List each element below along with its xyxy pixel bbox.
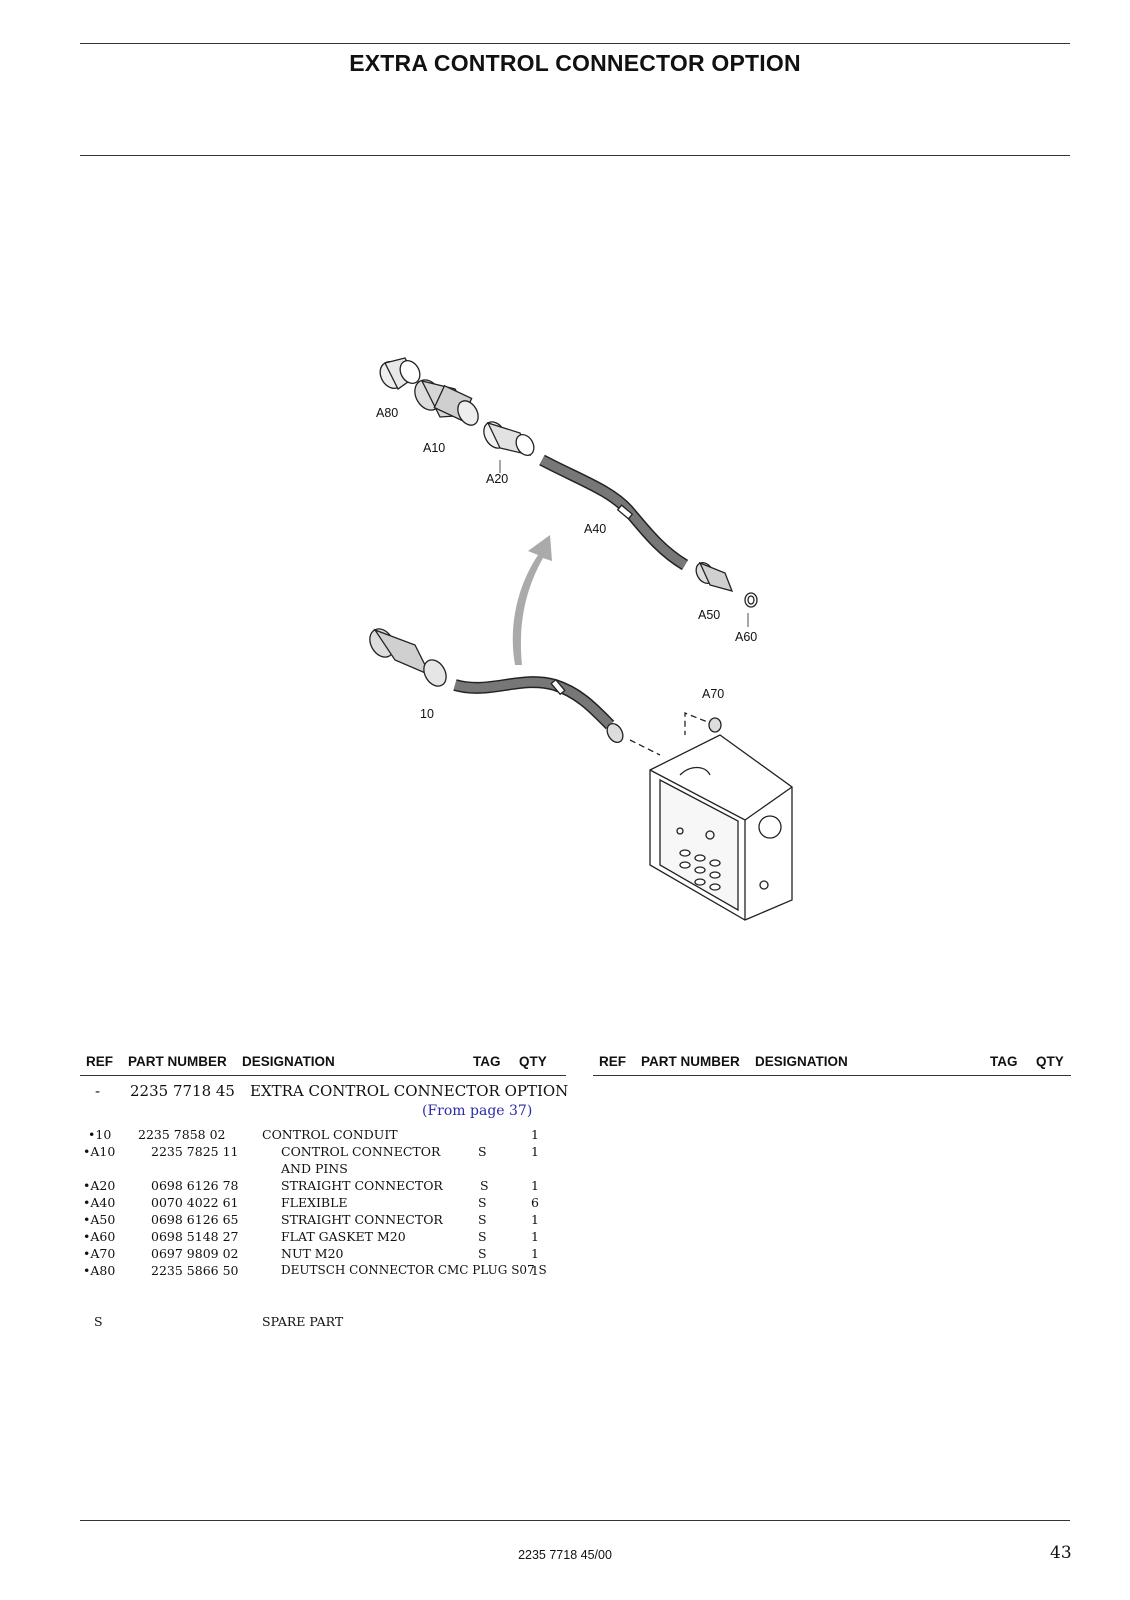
row-part-number: 2235 7858 02 (138, 1127, 226, 1142)
row-part-number: 0070 4022 61 (151, 1195, 239, 1210)
assembly-part-number: 2235 7718 45 (130, 1082, 235, 1100)
row-ref: •A80 (83, 1263, 116, 1278)
header-ref: REF (599, 1054, 626, 1069)
label-a20: A20 (486, 472, 508, 486)
parts-diagram: A80 A10 A20 A40 A50 A60 A70 10 (360, 355, 820, 945)
row-ref: •A60 (83, 1229, 116, 1244)
a10-connector-drawing (414, 379, 479, 426)
row-designation: FLEXIBLE (281, 1195, 348, 1210)
row-ref: •10 (88, 1127, 112, 1142)
row-ref: •A70 (83, 1246, 116, 1261)
row-designation-continued: AND PINS (281, 1161, 348, 1176)
row-part-number: 0698 5148 27 (151, 1229, 239, 1244)
junction-box-drawing (649, 734, 793, 921)
header-designation: DESIGNATION (242, 1054, 335, 1069)
page-number: 43 (1050, 1543, 1072, 1563)
header-line-left (80, 1075, 566, 1076)
header-line-right (593, 1075, 1071, 1076)
row-designation: CONTROL CONDUIT (262, 1127, 398, 1142)
label-a10: A10 (423, 441, 445, 455)
row-designation: STRAIGHT CONNECTOR (281, 1178, 443, 1193)
conduit-10-drawing (369, 628, 624, 743)
a20-connector-drawing (483, 421, 535, 456)
row-tag: S (478, 1144, 487, 1159)
header-tag: TAG (990, 1054, 1018, 1069)
a50-connector-drawing (695, 561, 734, 592)
label-10: 10 (420, 707, 434, 721)
row-part-number: 0698 6126 65 (151, 1212, 239, 1227)
header-part-number: PART NUMBER (641, 1054, 740, 1069)
assembly-designation: EXTRA CONTROL CONNECTOR OPTION (250, 1082, 569, 1100)
top-rule (80, 43, 1070, 44)
a80-cap-drawing (379, 357, 421, 390)
row-tag: S (478, 1195, 487, 1210)
transition-arrow-drawing (512, 535, 552, 665)
row-ref: •A40 (83, 1195, 116, 1210)
row-qty: 1 (531, 1246, 539, 1261)
row-tag: S (478, 1229, 487, 1244)
label-a40: A40 (584, 522, 606, 536)
header-part-number: PART NUMBER (128, 1054, 227, 1069)
document-number: 2235 7718 45/00 (518, 1548, 612, 1562)
assembly-ref: - (95, 1082, 101, 1100)
row-part-number: 0698 6126 78 (151, 1178, 239, 1193)
header-designation: DESIGNATION (755, 1054, 848, 1069)
row-part-number: 0697 9809 02 (151, 1246, 239, 1261)
row-ref: •A20 (83, 1178, 116, 1193)
row-designation: DEUTSCH CONNECTOR CMC PLUG S07 S (281, 1263, 547, 1277)
exploded-view-drawing: A80 A10 A20 A40 A50 A60 A70 10 (369, 357, 793, 921)
header-tag: TAG (473, 1054, 501, 1069)
header-ref: REF (86, 1054, 113, 1069)
title-bottom-rule (80, 155, 1070, 156)
row-part-number: 2235 5866 50 (151, 1263, 239, 1278)
row-designation: CONTROL CONNECTOR (281, 1144, 441, 1159)
row-qty: 1 (531, 1127, 539, 1142)
row-designation: NUT M20 (281, 1246, 344, 1261)
row-qty: 1 (531, 1144, 539, 1159)
row-ref: •A50 (83, 1212, 116, 1227)
row-ref: •A10 (83, 1144, 116, 1159)
row-qty: 6 (531, 1195, 539, 1210)
label-a50: A50 (698, 608, 720, 622)
header-qty: QTY (1036, 1054, 1064, 1069)
row-part-number: 2235 7825 11 (151, 1144, 239, 1159)
row-tag: S (478, 1212, 487, 1227)
from-page-link[interactable]: (From page 37) (422, 1103, 533, 1119)
a60-gasket-drawing (744, 592, 758, 608)
legend-tag: S (94, 1314, 103, 1329)
table-header-right: REF PART NUMBER DESIGNATION TAG QTY (593, 1054, 1073, 1074)
legend-meaning: SPARE PART (262, 1314, 344, 1329)
footer-rule (80, 1520, 1070, 1521)
row-tag: S (478, 1246, 487, 1261)
row-qty: 1 (531, 1263, 539, 1278)
row-qty: 1 (531, 1229, 539, 1244)
page-title: EXTRA CONTROL CONNECTOR OPTION (349, 50, 801, 76)
row-designation: STRAIGHT CONNECTOR (281, 1212, 443, 1227)
row-qty: 1 (531, 1212, 539, 1227)
row-tag: S (480, 1178, 489, 1193)
header-qty: QTY (519, 1054, 547, 1069)
label-a60: A60 (735, 630, 757, 644)
label-a70: A70 (702, 687, 724, 701)
row-qty: 1 (531, 1178, 539, 1193)
label-a80: A80 (376, 406, 398, 420)
row-designation: FLAT GASKET M20 (281, 1229, 406, 1244)
a70-nut-drawing (708, 717, 722, 733)
table-header-left: REF PART NUMBER DESIGNATION TAG QTY (80, 1054, 570, 1074)
